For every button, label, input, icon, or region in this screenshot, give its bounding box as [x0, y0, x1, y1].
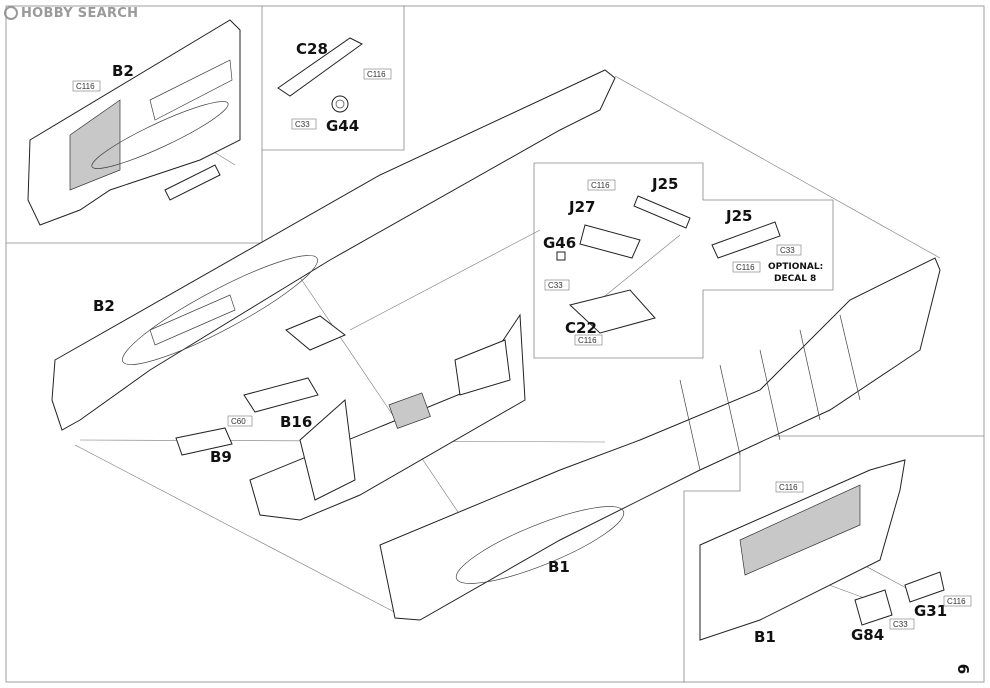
fuselage-half-b1-shape [379, 257, 941, 621]
part-bottom-right-inset [699, 459, 945, 641]
part-b16-shape [243, 377, 319, 413]
color-box-c60 [227, 415, 253, 427]
hobby-search-logo-icon [4, 6, 18, 20]
b2-detail-wing-root [91, 101, 229, 169]
b2-wing-root [122, 255, 318, 365]
step-number: 6 [954, 663, 973, 675]
frames [5, 5, 985, 683]
fuselage-half-b2-shape [51, 69, 616, 431]
color-box-c116-c28 [363, 68, 392, 80]
optional-note: OPTIONAL: DECAL 8 [768, 262, 823, 284]
guide-j27 [349, 229, 541, 331]
color-code-c60: C60 [231, 417, 246, 426]
color-code-c116-g31: C116 [947, 597, 966, 606]
part-j25-top-shape [633, 195, 691, 229]
watermark-text: HOBBY SEARCH [21, 5, 139, 21]
b2-opening [149, 294, 236, 346]
part-g44-shape [331, 95, 349, 113]
color-box-c33-panel [776, 244, 802, 256]
optional-note-line2: DECAL 8 [774, 274, 816, 284]
part-labels: B2 C28 G44 B2 B16 B9 J25 J27 G46 C22 J25… [93, 40, 947, 646]
color-box-c33-g44 [291, 118, 317, 130]
label-b9: B9 [210, 448, 232, 466]
color-code-c33-g44: C33 [295, 120, 310, 129]
color-box-c33-g46 [544, 279, 570, 291]
label-b1-detail: B1 [754, 628, 776, 646]
watermark: HOBBY SEARCH [4, 4, 138, 22]
part-c28-small-shape [164, 164, 221, 201]
optional-note-line1: OPTIONAL: [768, 262, 823, 272]
label-b2-detail: B2 [112, 62, 134, 80]
label-j27: J27 [568, 198, 595, 216]
b1-wing-root [455, 506, 625, 584]
guide-j25 [599, 234, 681, 301]
part-g31-shape [904, 571, 945, 603]
page-frame [5, 5, 985, 683]
guide-center [284, 254, 461, 516]
seat-shape [299, 398, 356, 501]
color-code-c33-g46: C33 [548, 281, 563, 290]
color-code-c116-b2: C116 [76, 82, 95, 91]
part-b1-main [379, 257, 941, 621]
ammo-box-shape [454, 339, 511, 396]
part-b2-insert-shape [285, 315, 346, 351]
color-code-c116-j25: C116 [591, 181, 610, 190]
color-box-c116-j25 [587, 179, 616, 191]
color-code-c116-panel: C116 [736, 263, 755, 272]
color-box-c33-g84 [889, 618, 915, 630]
inset-frame-center [533, 162, 834, 359]
label-g84: G84 [851, 626, 884, 644]
color-code-c33-panel: C33 [780, 246, 795, 255]
part-g46-shape [556, 251, 566, 261]
color-box-c116-panel [732, 261, 761, 273]
guide-bottom-left [74, 444, 401, 616]
part-j27-shape [579, 224, 641, 259]
part-b16-b9 [175, 377, 319, 456]
b1-tail-frames [679, 314, 861, 471]
color-box-c116-b2 [72, 80, 101, 92]
color-code-c116-c28: C116 [367, 70, 386, 79]
part-j25-panel-shape [711, 221, 781, 259]
label-c22: C22 [565, 319, 597, 337]
part-b9-shape [175, 427, 233, 456]
color-code-boxes: C116 C116 C33 C60 C116 C33 C116 C33 C116… [72, 68, 972, 630]
painted-area-c116-b1 [739, 484, 861, 576]
label-g31: G31 [914, 602, 947, 620]
part-b2-detail [27, 19, 241, 226]
color-box-c116-c22 [574, 334, 603, 346]
part-b2-main [51, 69, 616, 431]
color-box-c116-b1 [775, 481, 804, 493]
part-c28-g44 [277, 37, 363, 113]
cockpit-assembly [249, 313, 526, 521]
label-c28: C28 [296, 40, 328, 58]
label-b16: B16 [280, 413, 312, 431]
b2-detail-opening [149, 59, 233, 121]
color-code-c116-b1: C116 [779, 483, 798, 492]
part-center-inset [556, 195, 781, 334]
label-j25-top: J25 [651, 175, 678, 193]
part-c22-shape [568, 289, 656, 334]
label-b2-main: B2 [93, 297, 115, 315]
inset-frame-bottom-right [683, 435, 984, 682]
label-g46: G46 [543, 234, 576, 252]
cockpit-detail-grid [388, 392, 431, 429]
part-c28-shape [277, 37, 363, 97]
guide-nose-to-tail [614, 75, 941, 259]
color-code-c33-g84: C33 [893, 620, 908, 629]
label-b1-main: B1 [548, 558, 570, 576]
part-g44-hole [335, 99, 345, 109]
label-g44: G44 [326, 117, 359, 135]
color-box-c116-g31 [943, 595, 972, 607]
part-g84-shape [854, 589, 893, 626]
label-j25-panel: J25 [725, 207, 752, 225]
color-code-c116-c22: C116 [578, 336, 597, 345]
